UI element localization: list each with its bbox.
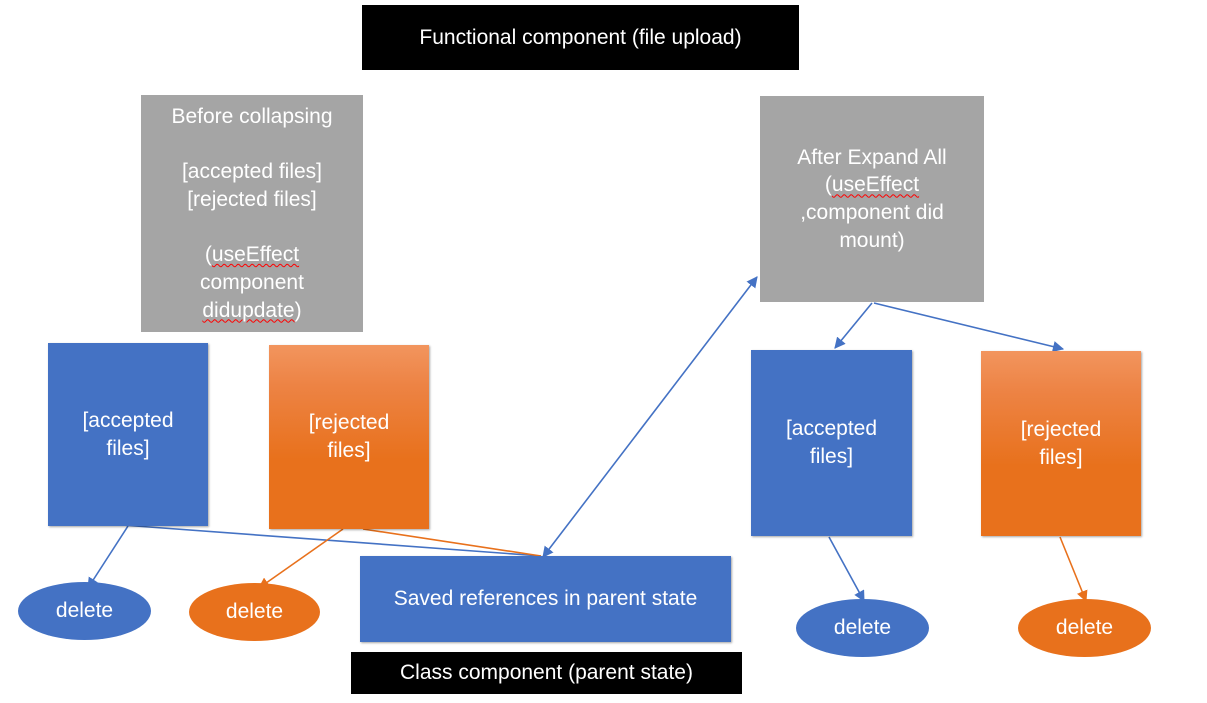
node-right-delete-orange-label: delete [1055,616,1114,640]
node-right-delete-blue[interactable]: delete [796,599,929,657]
edge-left-rejected-to-saved-references [362,528,542,557]
title-banner-label: Functional component (file upload) [419,25,742,49]
node-saved-references[interactable]: Saved references in parent state [360,556,731,642]
node-right-rejected-files-label: [rejected files] [1020,417,1102,469]
node-after-expand-all[interactable]: After Expand All (useEffect ,component d… [760,96,984,302]
edge-right-rejected-to-delete [1059,536,1088,603]
node-right-delete-orange[interactable]: delete [1018,599,1151,657]
edge-saved-references-to-after-expand-all [542,276,758,558]
node-right-rejected-files[interactable]: [rejected files] [981,351,1141,536]
edge-after-expand-all-to-right-accepted [834,302,873,349]
node-left-accepted-files-label: [accepted files] [82,408,174,460]
node-saved-references-label: Saved references in parent state [393,587,698,611]
node-right-delete-blue-label: delete [833,616,892,640]
node-left-delete-blue-label: delete [55,599,114,623]
node-left-rejected-files-label: [rejected files] [308,411,390,462]
edge-after-expand-all-to-right-rejected [873,302,1065,353]
title-banner: Functional component (file upload) [362,5,799,70]
node-right-accepted-files-label: [accepted files] [785,417,878,468]
edge-left-rejected-to-delete [258,528,344,589]
bottom-banner-label: Class component (parent state) [400,661,693,685]
node-left-delete-blue[interactable]: delete [18,582,151,640]
node-after-expand-all-label: After Expand All (useEffect ,component d… [797,145,947,252]
node-left-delete-orange[interactable]: delete [189,583,320,641]
edge-left-accepted-to-saved-references [121,524,542,557]
edge-left-accepted-to-delete [87,525,129,589]
node-before-collapsing-label: Before collapsing [accepted files] [reje… [171,104,333,322]
node-left-delete-orange-label: delete [225,600,284,624]
edge-right-accepted-to-delete [828,536,865,602]
node-before-collapsing[interactable]: Before collapsing [accepted files] [reje… [141,95,363,332]
node-left-rejected-files[interactable]: [rejected files] [269,345,429,529]
node-right-accepted-files[interactable]: [accepted files] [751,350,912,536]
node-left-accepted-files[interactable]: [accepted files] [48,343,208,526]
bottom-banner: Class component (parent state) [351,652,742,694]
